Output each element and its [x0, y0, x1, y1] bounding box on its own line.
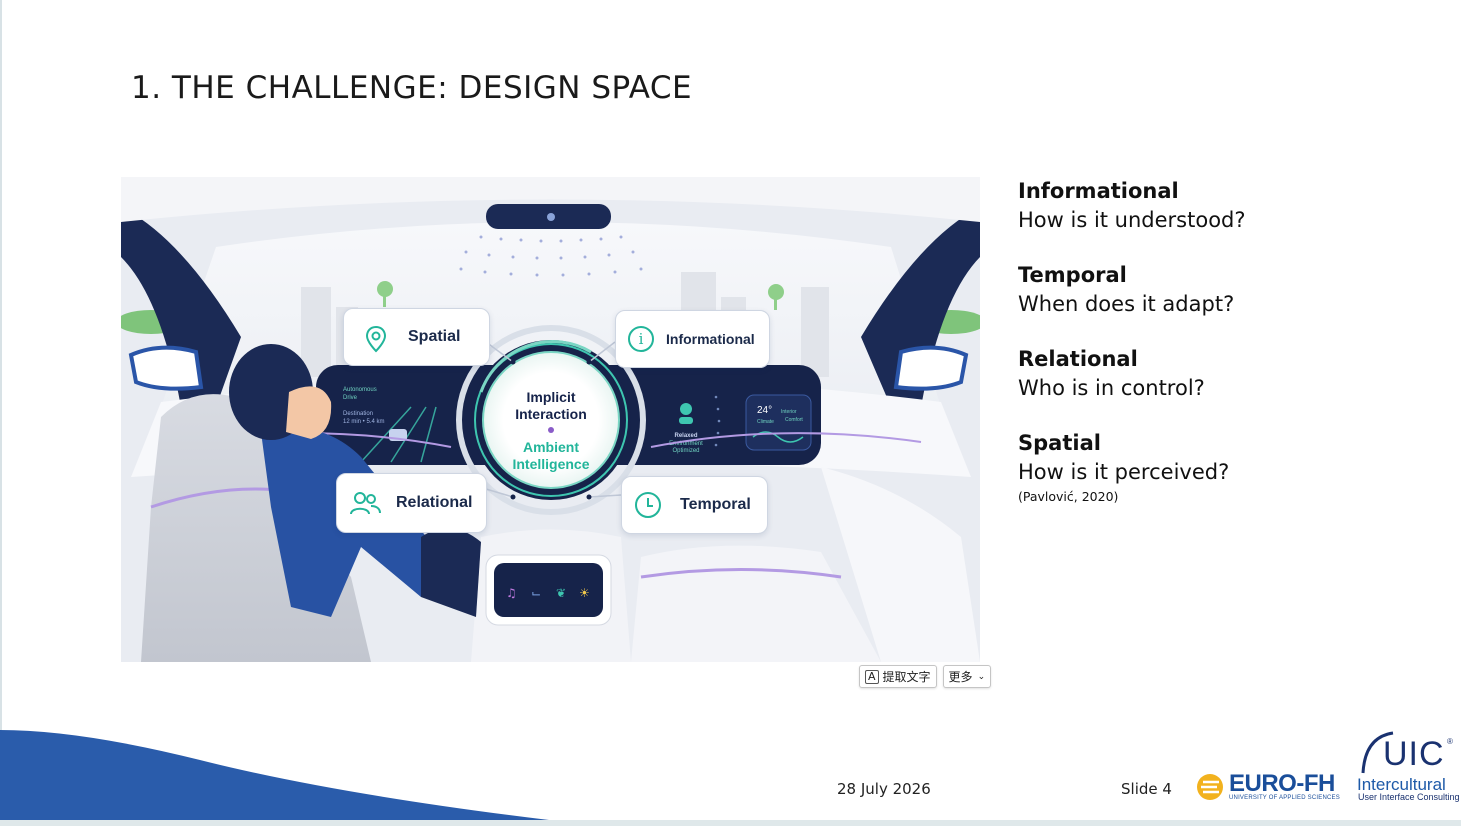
design-space-question: Who is in control? [1018, 376, 1205, 400]
location-pin-icon [364, 325, 388, 353]
text-select-icon: A [865, 669, 879, 684]
footer-date: 28 July 2026 [837, 780, 931, 798]
design-space-item-relational: Relational Who is in control? [1018, 345, 1438, 403]
registered-icon: ® [1447, 737, 1453, 746]
car-interior-illustration[interactable]: Autonomous Drive Destination 12 min • 5.… [121, 177, 980, 662]
image-toolbar: A 提取文字 更多 ⌄ [859, 665, 992, 688]
design-space-question: How is it understood? [1018, 208, 1246, 232]
design-space-heading: Spatial [1018, 431, 1101, 455]
design-space-heading: Relational [1018, 347, 1138, 371]
callout-informational[interactable]: i Informational [615, 310, 770, 368]
dash-left-line1: Autonomous [343, 387, 377, 393]
callout-relational[interactable]: Relational [336, 473, 487, 533]
seat-icon: ⌙ [531, 586, 541, 600]
callout-informational-label: Informational [666, 331, 755, 347]
footer-wave [0, 730, 600, 826]
slide-title: 1. THE CHALLENGE: DESIGN SPACE [131, 70, 693, 106]
chevron-down-icon: ⌄ [977, 671, 986, 682]
more-button[interactable]: 更多 ⌄ [942, 665, 992, 688]
dash-temp-label: Climate [757, 419, 774, 425]
slide-bottom-border [0, 820, 1461, 826]
users-icon [349, 490, 381, 516]
info-icon: i [628, 326, 654, 352]
uic-line2: User Interface Consulting [1358, 792, 1460, 802]
leaf-icon: ❦ [556, 586, 566, 600]
design-space-list: Informational How is it understood? Temp… [1018, 177, 1438, 504]
dash-left-line2: Drive [343, 395, 358, 401]
euro-fh-logo: EURO-FH UNIVERSITY OF APPLIED SCIENCES [1195, 770, 1345, 804]
callout-temporal-label: Temporal [680, 496, 751, 513]
design-space-item-informational: Informational How is it understood? [1018, 177, 1438, 235]
callout-temporal[interactable]: Temporal [621, 476, 768, 534]
dash-comfort1: Interior [781, 409, 797, 415]
callout-relational-label: Relational [396, 494, 473, 511]
citation: (Pavlović, 2020) [1018, 489, 1119, 504]
euro-fh-subtitle: UNIVERSITY OF APPLIED SCIENCES [1229, 795, 1340, 801]
uic-arc-icon [1361, 731, 1394, 774]
hub-line1: Implicit [526, 389, 575, 405]
clock-icon [634, 491, 662, 519]
callout-spatial-label: Spatial [408, 328, 461, 345]
dash-left-line4: 12 min • 5.4 km [343, 419, 384, 425]
dash-status2: Environment [669, 441, 703, 447]
dash-status1: Relaxed [674, 433, 697, 439]
euro-fh-name: EURO-FH [1229, 770, 1335, 797]
music-icon: ♫ [506, 586, 517, 600]
design-space-question: When does it adapt? [1018, 292, 1235, 316]
hub-line2: Interaction [515, 406, 587, 422]
dash-comfort2: Comfort [785, 417, 803, 423]
callout-spatial[interactable]: Spatial [343, 308, 490, 366]
design-space-heading: Temporal [1018, 263, 1127, 287]
uic-logo: UIC ® Intercultural User Interface Consu… [1355, 727, 1460, 803]
more-label: 更多 [948, 670, 973, 684]
sun-icon: ☀ [579, 586, 590, 600]
design-space-question: How is it perceived? [1018, 460, 1230, 484]
slide-number: Slide 4 [1121, 780, 1172, 798]
design-space-item-spatial: Spatial How is it perceived? (Pavlović, … [1018, 429, 1438, 504]
uic-line1: Intercultural [1357, 775, 1446, 794]
hub-line3: Ambient [523, 439, 579, 455]
dash-temp: 24° [757, 405, 772, 416]
design-space-heading: Informational [1018, 179, 1179, 203]
extract-text-button[interactable]: A 提取文字 [859, 665, 937, 688]
extract-text-label: 提取文字 [882, 670, 931, 684]
euro-fh-mark-icon [1197, 774, 1223, 800]
dash-status3: Optimized [672, 448, 699, 454]
dash-left-line3: Destination [343, 411, 373, 417]
hub-line4: Intelligence [512, 456, 589, 472]
uic-name: UIC [1383, 735, 1445, 773]
design-space-item-temporal: Temporal When does it adapt? [1018, 261, 1438, 319]
slide-left-border [0, 0, 2, 826]
